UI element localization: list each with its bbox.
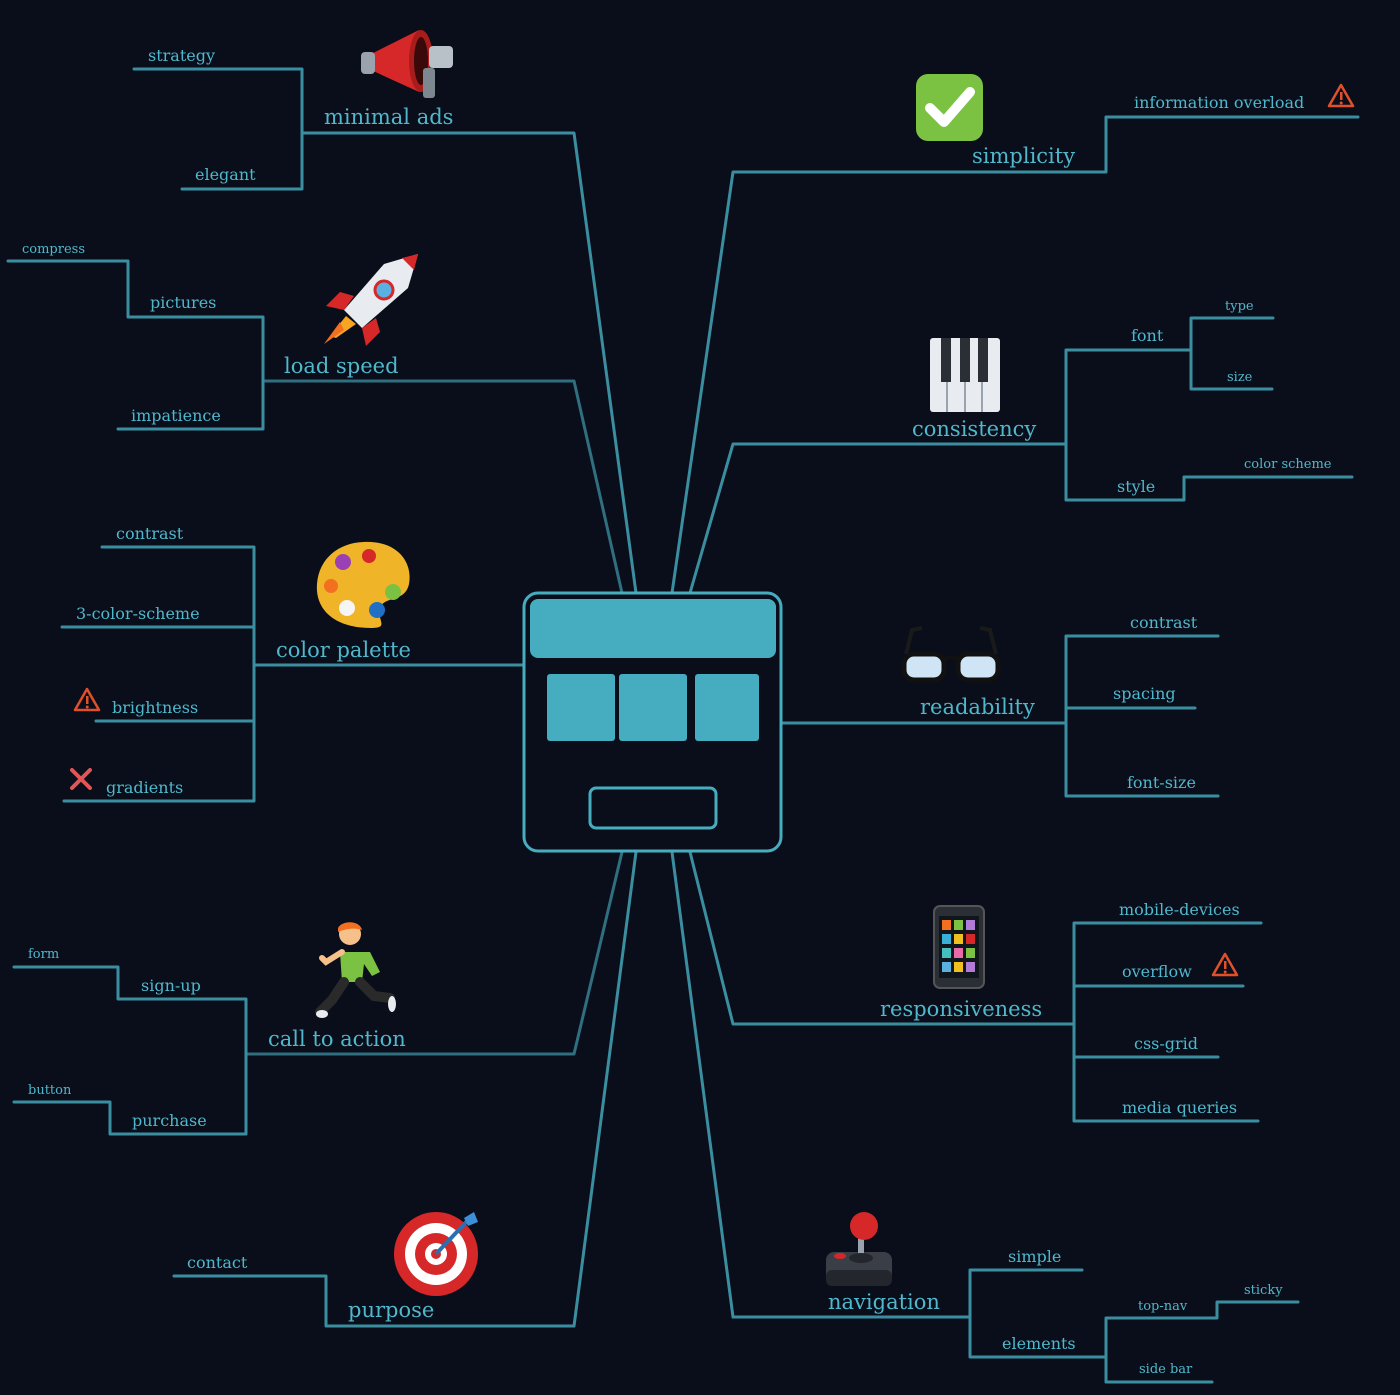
line-navigation-children	[968, 1268, 1300, 1384]
line-load-speed	[261, 379, 624, 595]
line-simplicity	[670, 115, 1360, 595]
line-consistency	[688, 442, 1068, 595]
leaf-gradients: gradients	[106, 778, 183, 797]
smartphone-icon	[933, 905, 985, 989]
app-tile	[942, 920, 951, 930]
leaf-strategy: strategy	[148, 46, 215, 65]
leaf-overflow: overflow	[1122, 962, 1192, 981]
website-layout-icon	[522, 591, 783, 853]
leaf-contrast: contrast	[116, 524, 184, 543]
app-tile	[966, 920, 975, 930]
leaf-information-overload: information overload	[1134, 93, 1304, 112]
app-tile	[942, 962, 951, 972]
warning-icon	[73, 687, 101, 712]
branch-purpose: purpose	[348, 1298, 434, 1322]
leaf-sticky: sticky	[1244, 1283, 1283, 1298]
branch-readability: readability	[920, 695, 1035, 719]
warning-icon	[1211, 952, 1239, 977]
line-responsiveness-children	[1072, 921, 1263, 1123]
leaf-sign-up: sign-up	[141, 976, 201, 995]
branch-simplicity: simplicity	[972, 144, 1075, 168]
piano-keys-icon	[930, 338, 1000, 412]
megaphone-icon	[361, 30, 453, 98]
branch-load-speed: load speed	[284, 354, 399, 378]
app-tile	[966, 934, 975, 944]
app-tile	[966, 962, 975, 972]
line-color-palette-children	[60, 545, 256, 803]
joystick-icon	[826, 1212, 892, 1286]
branch-color-palette: color palette	[276, 638, 411, 662]
line-responsiveness	[688, 850, 1076, 1026]
leaf-button: button	[28, 1083, 72, 1098]
leaf-font: font	[1131, 326, 1164, 345]
line-minimal-ads	[300, 131, 638, 595]
leaf-brightness: brightness	[112, 698, 198, 717]
leaf-top-nav: top-nav	[1138, 1299, 1188, 1314]
app-tile	[966, 948, 975, 958]
leaf-elegant: elegant	[195, 165, 256, 184]
leaf-size: size	[1227, 370, 1253, 385]
warning-icon	[1327, 83, 1355, 108]
line-navigation	[670, 850, 972, 1319]
cross-icon	[70, 768, 92, 790]
line-load-speed-children	[6, 259, 265, 431]
line-minimal-ads-children	[132, 67, 304, 191]
line-consistency-children	[1064, 316, 1354, 502]
app-tile	[954, 934, 963, 944]
branch-navigation: navigation	[828, 1290, 940, 1314]
leaf-mobile-devices: mobile-devices	[1119, 900, 1240, 919]
leaf-type: type	[1225, 299, 1254, 314]
leaf-purchase: purchase	[132, 1111, 207, 1130]
leaf-compress: compress	[22, 242, 85, 257]
branch-minimal-ads: minimal ads	[324, 105, 453, 129]
leaf-spacing: spacing	[1113, 684, 1176, 703]
line-call-to-action	[244, 850, 624, 1056]
palette-icon	[316, 541, 410, 628]
branch-responsiveness: responsiveness	[880, 997, 1042, 1021]
leaf-contrast-readability: contrast	[1130, 613, 1198, 632]
leaf-font-size: font-size	[1127, 773, 1196, 792]
leaf-color-scheme: color scheme	[1244, 457, 1332, 472]
labels: minimal ads strategy elegant load speed …	[22, 46, 1332, 1377]
branch-consistency: consistency	[912, 417, 1036, 441]
bullseye-dart-icon	[394, 1212, 478, 1296]
leaf-css-grid: css-grid	[1134, 1034, 1198, 1053]
leaf-impatience: impatience	[131, 406, 221, 425]
rocket-icon	[324, 254, 418, 346]
leaf-media-queries: media queries	[1122, 1098, 1237, 1117]
leaf-3-color-scheme: 3-color-scheme	[76, 604, 200, 623]
leaf-side-bar: side bar	[1139, 1362, 1193, 1377]
leaf-form: form	[28, 947, 59, 962]
check-mark-icon	[916, 74, 983, 141]
app-tile	[942, 948, 951, 958]
line-call-to-action-children	[12, 965, 248, 1136]
glasses-icon	[901, 626, 1001, 683]
app-tile	[942, 934, 951, 944]
branch-call-to-action: call to action	[268, 1027, 406, 1051]
leaf-simple: simple	[1008, 1247, 1061, 1266]
line-purpose	[172, 850, 638, 1328]
app-tile	[954, 962, 963, 972]
line-readability-children	[1064, 634, 1220, 798]
connector-lines	[6, 67, 1360, 1384]
running-person-icon	[315, 922, 396, 1018]
leaf-contact: contact	[187, 1253, 248, 1272]
leaf-elements: elements	[1002, 1334, 1076, 1353]
app-tile	[954, 920, 963, 930]
leaf-style: style	[1117, 477, 1155, 496]
app-tile	[954, 948, 963, 958]
leaf-pictures: pictures	[150, 293, 216, 312]
